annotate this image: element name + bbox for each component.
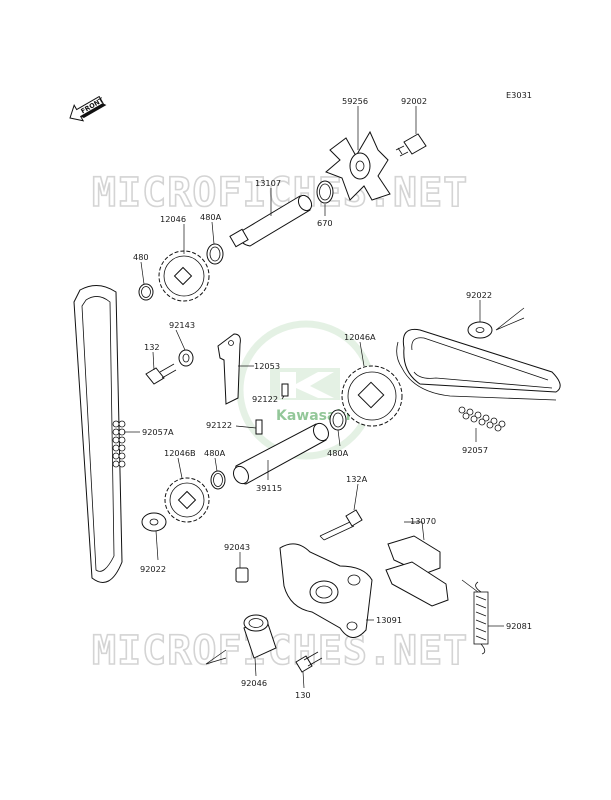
shaft-39115 <box>233 422 329 485</box>
label-480A-top: 480A <box>200 212 222 222</box>
diagram-code: E3031 <box>506 90 532 100</box>
collar-92043 <box>235 567 249 583</box>
front-arrow-icon: FRONT <box>69 96 107 122</box>
chain-left <box>73 285 126 583</box>
label-92143: 92143 <box>169 320 195 330</box>
label-13107: 13107 <box>255 178 281 188</box>
label-670: 670 <box>317 218 333 228</box>
shaft-13107 <box>229 194 313 248</box>
label-92022-right: 92022 <box>466 290 492 300</box>
sprocket-12046A <box>341 365 403 427</box>
leader-lines <box>124 106 525 689</box>
label-132: 132 <box>144 342 160 352</box>
bracket-12053 <box>217 333 241 405</box>
label-92043: 92043 <box>224 542 250 552</box>
label-92122-lower: 92122 <box>206 420 232 430</box>
bolt-132A <box>319 509 363 541</box>
label-12046A: 12046A <box>344 332 376 342</box>
label-13070: 13070 <box>410 516 436 526</box>
label-59256: 59256 <box>342 96 368 106</box>
watermark-text-bottom: MICROFICHES.NET <box>92 628 468 674</box>
bolt-92002 <box>395 133 427 157</box>
label-12053: 12053 <box>254 361 280 371</box>
bolt-130 <box>295 651 323 673</box>
label-480A-right: 480A <box>327 448 349 458</box>
washer-92022-right <box>467 321 493 339</box>
label-13091: 13091 <box>376 615 402 625</box>
label-12046B: 12046B <box>164 448 196 458</box>
label-92057A: 92057A <box>142 427 174 437</box>
label-480: 480 <box>133 252 149 262</box>
snap-ring-480A-top <box>206 243 224 265</box>
arm-13091 <box>279 543 373 638</box>
label-130: 130 <box>295 690 311 700</box>
washer-92022-left <box>141 512 167 532</box>
label-92122-upper: 92122 <box>252 394 278 404</box>
sprocket-12046 <box>158 250 210 302</box>
label-39115: 39115 <box>256 483 282 493</box>
spring-92081 <box>473 581 489 655</box>
label-480A-lower: 480A <box>204 448 226 458</box>
washer-92143 <box>178 349 194 367</box>
label-12046: 12046 <box>160 214 186 224</box>
label-92081: 92081 <box>506 621 532 631</box>
label-92002: 92002 <box>401 96 427 106</box>
sprocket-12046B <box>164 477 210 523</box>
label-92046: 92046 <box>241 678 267 688</box>
label-92057: 92057 <box>462 445 488 455</box>
pin-92122-lower <box>255 419 263 435</box>
watermark-bottom: MICROFICHES.NET <box>91 627 468 675</box>
part-labels: 59256 92002 13107 670 12046 480A 480 920… <box>133 96 532 700</box>
label-92022-left: 92022 <box>140 564 166 574</box>
label-132A: 132A <box>346 474 368 484</box>
fan-rotor <box>325 130 391 201</box>
pin-92122-upper <box>281 383 289 397</box>
bearing-92046 <box>243 614 277 659</box>
bolt-132 <box>145 363 177 385</box>
chain-right <box>396 328 561 432</box>
slider-13070 <box>385 535 449 607</box>
